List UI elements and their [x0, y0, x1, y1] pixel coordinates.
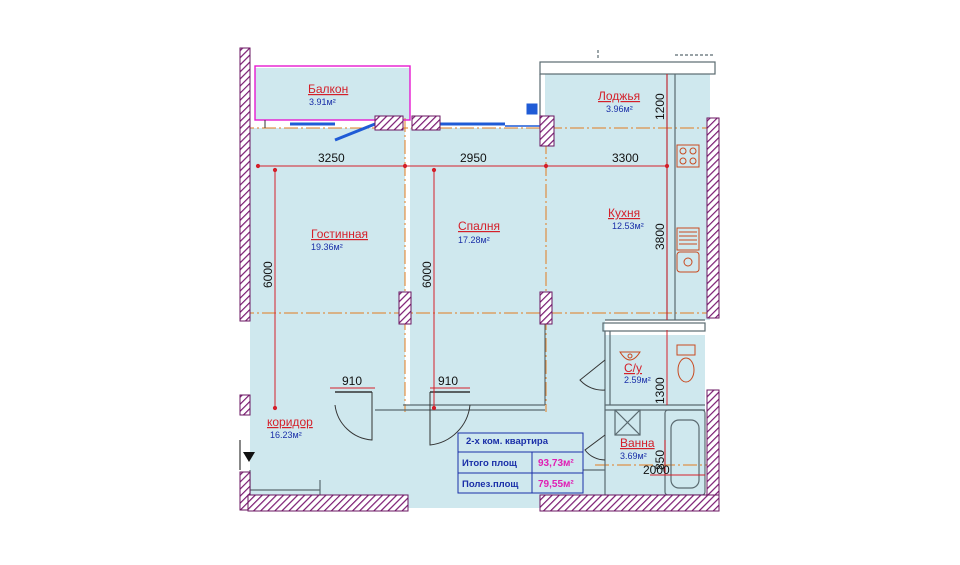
toilet-icon [676, 344, 696, 383]
room-area-living: 19.36м² [311, 242, 343, 252]
room-area-corridor: 16.23м² [270, 430, 302, 440]
dim-loggia-height: 1200 [653, 93, 667, 120]
windows [264, 103, 540, 142]
washbasin-icon [619, 351, 641, 361]
room-area-toilet: 2.59м² [624, 375, 651, 385]
dim-door-1: 910 [342, 374, 362, 388]
column-bedroom-left [398, 291, 412, 325]
wall-top-pier-2 [411, 115, 441, 131]
door-swings [334, 359, 606, 461]
wall-left-upper [239, 47, 251, 322]
dim-bath-width: 2000 [643, 463, 670, 477]
dimension-lines [255, 74, 705, 476]
room-name-toilet: С/у [624, 361, 642, 375]
wall-bottom-right [539, 494, 720, 512]
dim-bedroom-width: 2950 [460, 151, 487, 165]
kitchen-stove-icon [676, 144, 700, 168]
room-area-kitchen: 12.53м² [612, 221, 644, 231]
balcony-floor [255, 68, 410, 120]
dim-kitchen-width: 3300 [612, 151, 639, 165]
room-area-balcony: 3.91м² [309, 97, 336, 107]
dim-toilet-height: 1300 [653, 377, 667, 404]
room-name-loggia: Лоджья [598, 89, 640, 103]
wall-left-mid [239, 394, 251, 416]
living-floor [250, 128, 405, 415]
room-name-corridor: коридор [267, 415, 313, 429]
wall-bottom-left [247, 494, 409, 512]
dim-kitchen-height: 3800 [653, 223, 667, 250]
room-name-balcony: Балкон [308, 82, 348, 96]
room-area-loggia: 3.96м² [606, 104, 633, 114]
room-area-bedroom: 17.28м² [458, 235, 490, 245]
kitchen-floor [545, 128, 710, 320]
dim-bath-height: 850 [653, 450, 667, 470]
info-useful-label: Полез.площ [462, 479, 518, 490]
wall-top-pier-3 [539, 115, 555, 147]
column-bedroom-right [539, 291, 553, 325]
info-title: 2-х ком. квартира [466, 436, 549, 447]
wall-right-upper [706, 117, 720, 319]
room-name-bedroom: Спалня [458, 219, 500, 233]
dim-door-2: 910 [438, 374, 458, 388]
dim-living-height: 6000 [261, 261, 275, 288]
info-total-label: Итого площ [462, 458, 517, 469]
room-name-kitchen: Кухня [608, 206, 640, 220]
room-area-bathroom: 3.69м² [620, 451, 647, 461]
info-table: 2-х ком. квартира Итого площ 93,73м² Пол… [457, 432, 584, 494]
wall-left-lower [239, 471, 251, 511]
walls [239, 47, 720, 512]
entrance-arrow-icon [239, 440, 255, 470]
loggia-floor [545, 74, 710, 128]
info-total-value: 93,73м² [538, 458, 574, 469]
wall-right-lower [706, 389, 720, 511]
toilet-floor [605, 335, 705, 405]
room-name-bathroom: Ванна [620, 436, 655, 450]
room-name-living: Гостинная [311, 227, 368, 241]
info-useful-value: 79,55м² [538, 479, 574, 490]
wall-top-pier-1 [374, 115, 404, 131]
dim-living-width: 3250 [318, 151, 345, 165]
bedroom-floor [410, 128, 545, 415]
dim-bedroom-height: 6000 [420, 261, 434, 288]
kitchen-sink-icon [676, 227, 700, 273]
